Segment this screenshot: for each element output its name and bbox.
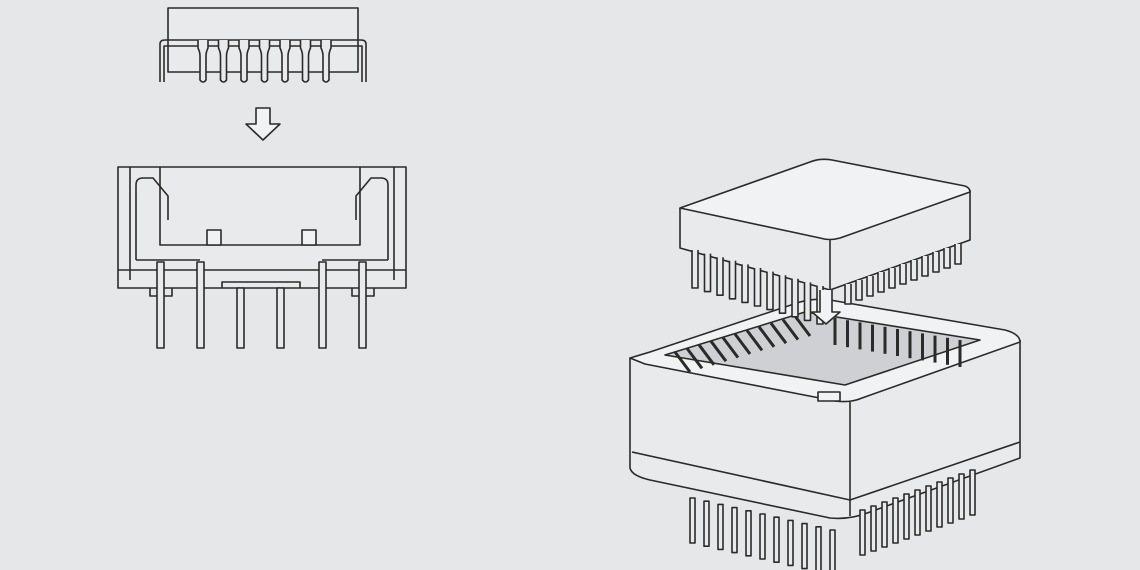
socket-pin — [318, 261, 327, 349]
chip-lead — [844, 284, 852, 305]
chip-lead — [910, 260, 918, 281]
socket-contact — [721, 336, 740, 359]
socket-pin — [829, 529, 836, 570]
chip-lead — [691, 250, 699, 289]
chip-lead — [888, 268, 896, 289]
socket-pin — [759, 513, 766, 560]
socket-contact — [781, 318, 800, 341]
chip-lead — [954, 244, 962, 265]
chip-pin — [299, 40, 312, 83]
chip-lead — [855, 280, 863, 301]
socket-pin — [881, 501, 888, 548]
contact-right — [355, 177, 389, 260]
socket-body — [117, 166, 407, 289]
chip-lead — [803, 282, 812, 322]
socket-post — [301, 229, 317, 246]
chip-pin — [258, 40, 271, 83]
chip-lead — [716, 257, 724, 296]
chip-lead — [778, 275, 787, 314]
socket-contact — [769, 322, 788, 345]
chip-lead — [791, 278, 799, 318]
contact-left — [135, 177, 169, 260]
chip-top-face — [679, 158, 971, 241]
socket-pin — [870, 505, 877, 552]
chip-lead — [753, 268, 762, 307]
chip-pin — [238, 40, 250, 83]
socket-pin — [717, 503, 724, 551]
socket-pin — [859, 509, 866, 556]
side-view — [117, 7, 407, 349]
insert-arrow-icon — [811, 290, 841, 325]
socket-contact — [793, 315, 812, 337]
socket-cavity — [159, 167, 361, 246]
socket-pin — [689, 497, 696, 544]
socket-pin — [958, 473, 965, 520]
socket-pin — [773, 516, 780, 564]
chip-pin — [217, 40, 230, 83]
chip-pin — [320, 40, 332, 83]
chip-lead — [943, 248, 951, 269]
socket-pin — [815, 525, 822, 570]
socket-pin — [903, 493, 910, 540]
socket-contact — [673, 351, 692, 373]
socket-contact — [733, 333, 752, 355]
socket-pin — [703, 500, 710, 548]
socket-contact — [685, 347, 704, 370]
isometric-view — [629, 158, 1021, 570]
socket-pin — [156, 261, 165, 349]
socket-pin — [276, 287, 285, 349]
socket-contact — [709, 340, 728, 363]
socket-post — [206, 229, 222, 246]
chip-lead — [899, 264, 907, 285]
socket-contact — [745, 329, 764, 352]
socket-standoff — [221, 281, 301, 288]
socket-pin — [969, 469, 976, 516]
socket-pin — [236, 287, 245, 349]
chip-lead — [728, 260, 737, 300]
socket-pin — [787, 519, 794, 567]
socket-pin — [947, 477, 954, 524]
socket-pin — [801, 522, 808, 570]
chip-lead — [703, 253, 712, 293]
socket-contact — [757, 325, 776, 348]
chip-lead — [877, 272, 885, 293]
socket-contact — [697, 343, 716, 366]
socket-pin — [914, 489, 921, 536]
socket-pin — [936, 481, 943, 528]
chip-pin — [197, 40, 209, 83]
socket-pin — [731, 506, 738, 554]
chip-lead — [921, 256, 929, 277]
socket-pin — [745, 509, 752, 557]
socket-pin — [925, 485, 932, 532]
socket-bottom-edge — [631, 441, 1021, 501]
socket-pin — [358, 261, 367, 349]
socket-cavity — [664, 311, 981, 386]
chip-pin — [279, 40, 291, 83]
chip-lead — [866, 276, 874, 297]
socket-wall — [118, 167, 406, 280]
orientation-key — [817, 391, 841, 402]
down-arrow-icon — [245, 107, 281, 141]
socket-pin — [892, 497, 899, 544]
socket-pin — [196, 261, 205, 349]
chip-lead — [741, 264, 749, 304]
chip-lead — [766, 271, 774, 311]
chip-lead — [932, 252, 940, 273]
